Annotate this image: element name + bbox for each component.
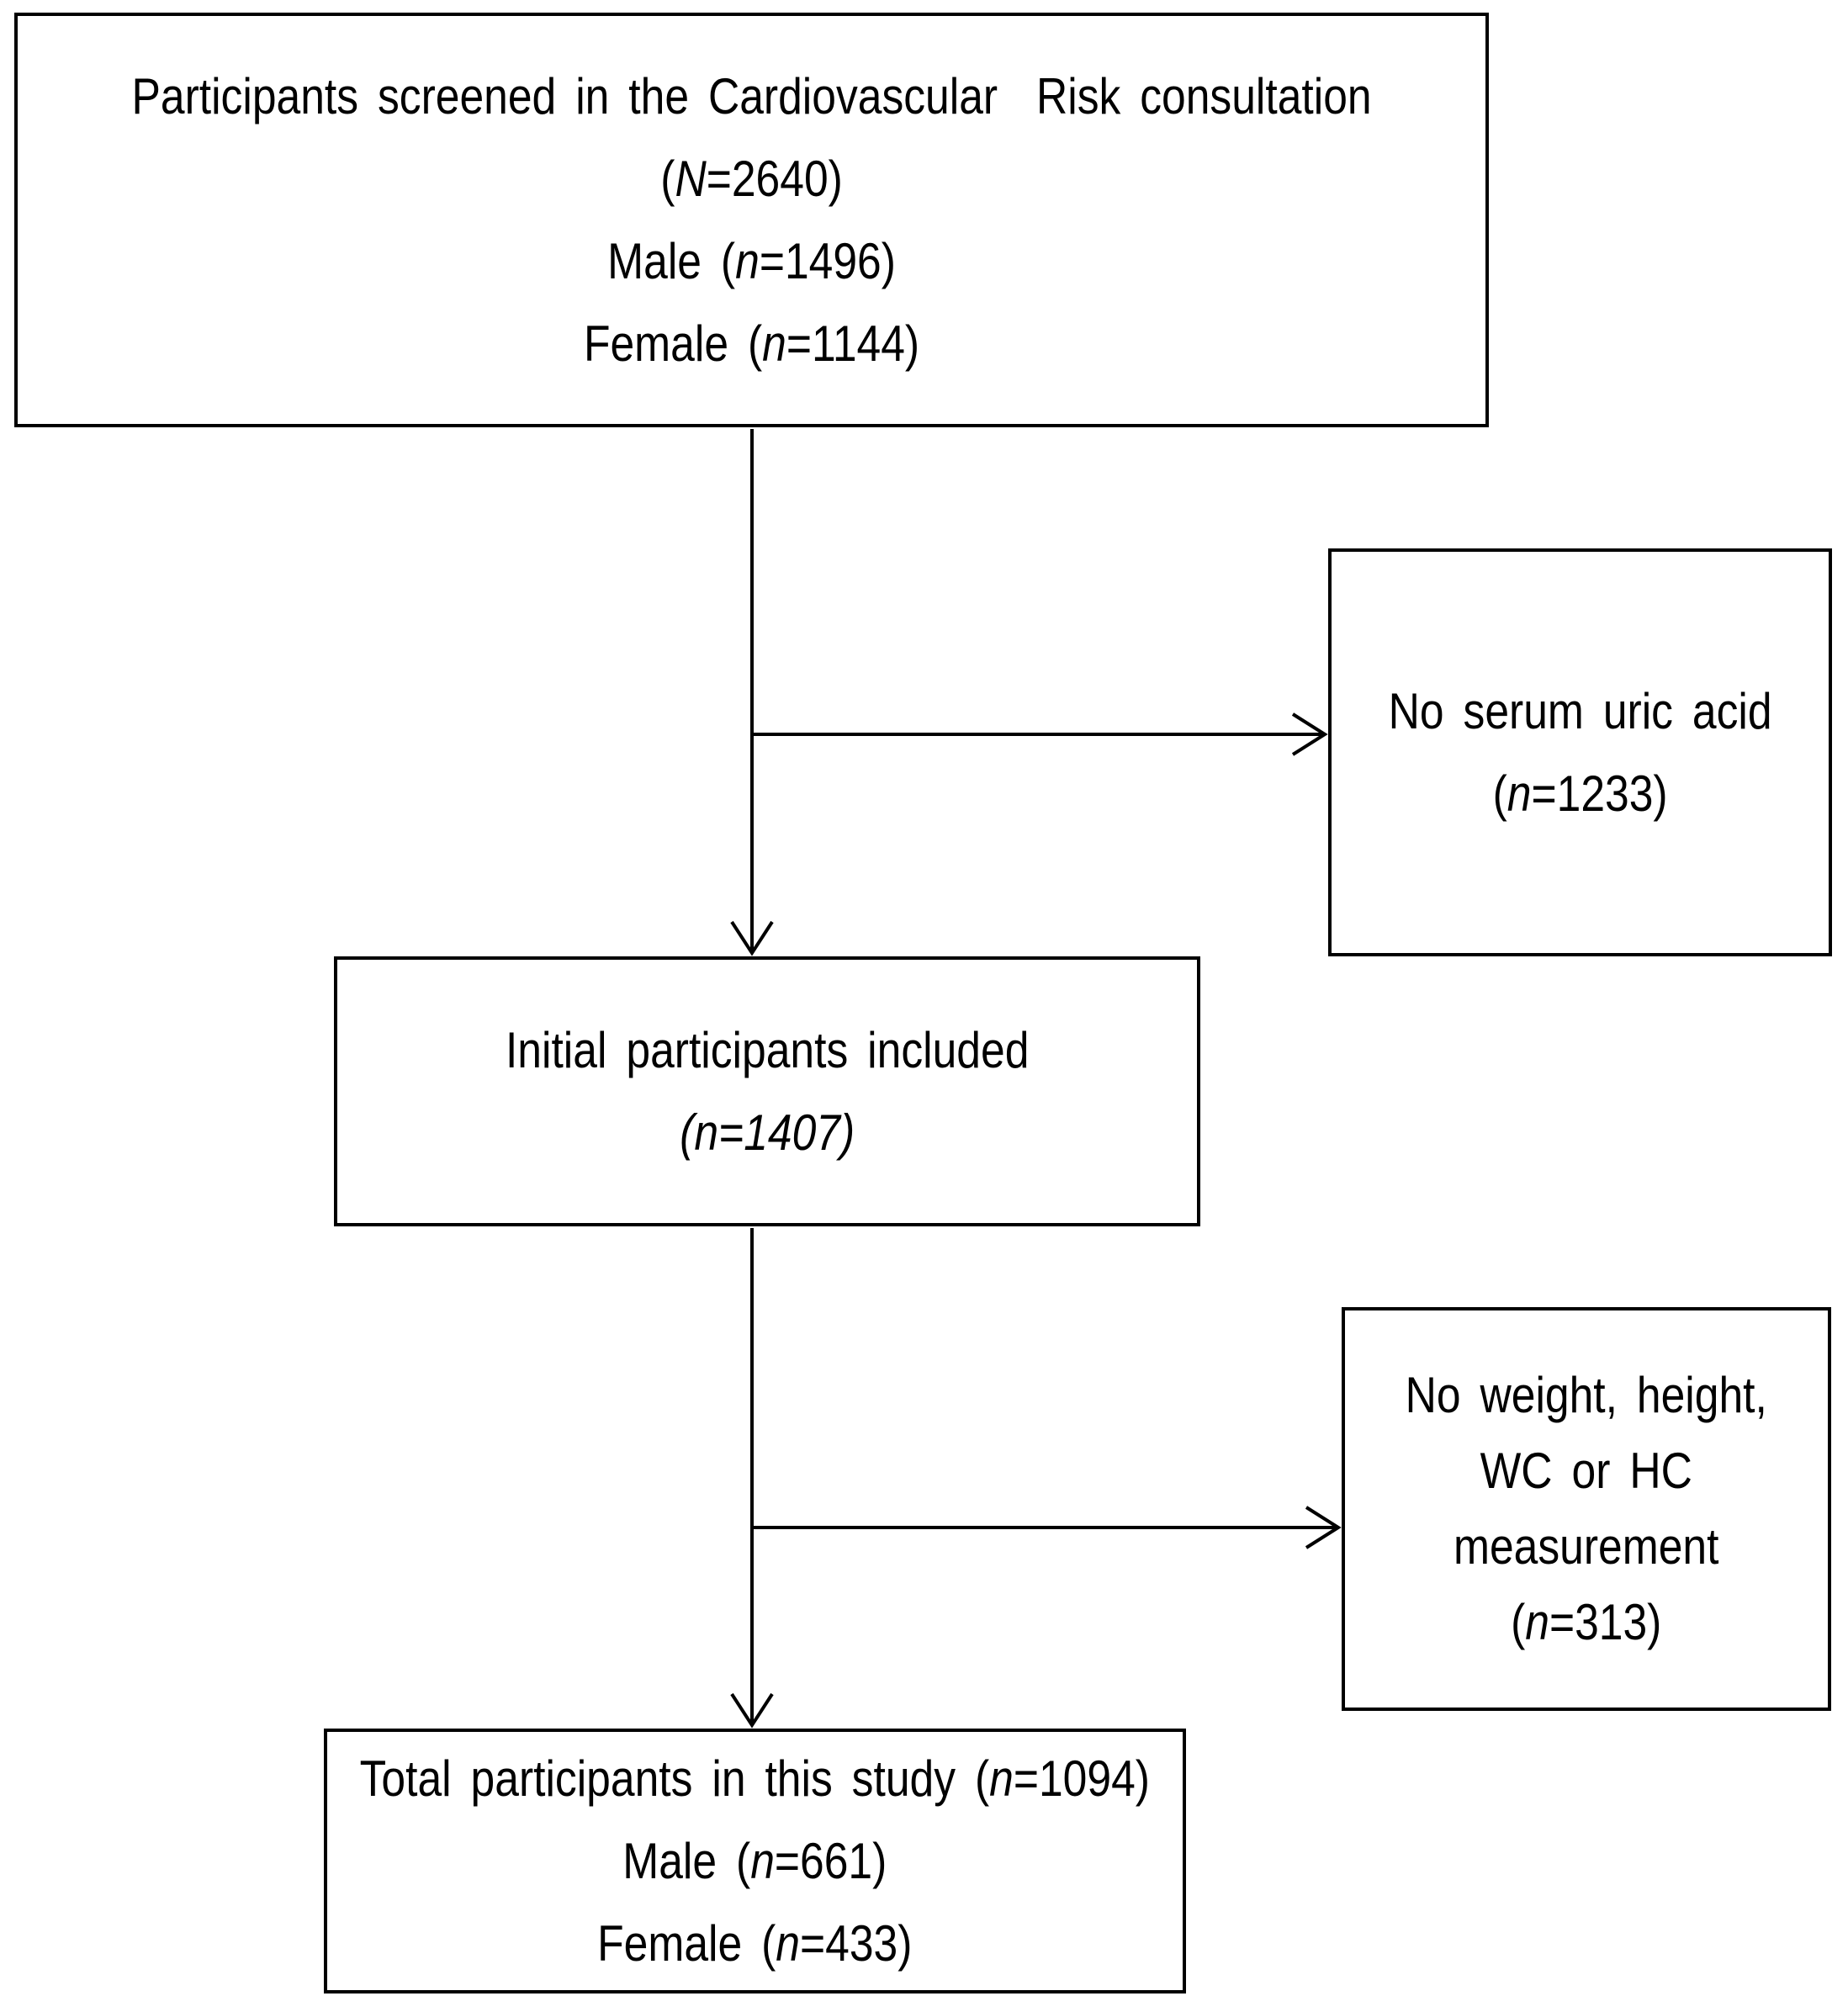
box-line: (N=2640) [18,138,1485,220]
italic-run: N [675,150,707,207]
box-line: (n=1407) [337,1092,1197,1174]
text-run: Total participants in this study ( [359,1750,990,1807]
text-run: =313) [1549,1594,1662,1650]
node-participants-screened: Participants screened in the Cardiovascu… [14,13,1489,427]
box-line: No weight, height, [1345,1358,1828,1433]
italic-run: n [989,1750,1014,1807]
text-run: =1094) [1014,1750,1151,1807]
italic-run: n [750,1832,776,1889]
text-run: Male ( [607,232,736,289]
connector-initial-to-excluded-measurement [752,1506,1342,1549]
italic-run: n [735,232,760,289]
connector-screened-to-initial [730,429,774,956]
text-run: =2640) [706,150,843,207]
text-run: =1144) [786,315,920,372]
node-excluded-no-measurement: No weight, height, WC or HC measurement … [1342,1307,1831,1711]
text-run: No serum uric acid [1388,682,1772,739]
box-line: Total participants in this study (n=1094… [327,1738,1183,1820]
text-run: No weight, height, [1405,1367,1768,1423]
text-run: WC or HC [1480,1443,1693,1499]
node-text: Initial participants included (n=1407) [337,1009,1197,1174]
text-run: Female ( [597,1914,776,1972]
italic-run: n [762,315,786,372]
text-run: ( [660,150,675,207]
node-text: Total participants in this study (n=1094… [327,1738,1183,1985]
text-run: Female ( [583,315,763,372]
italic-run: n [1525,1594,1550,1650]
text-run: =1233) [1531,765,1668,822]
node-initial-participants-included: Initial participants included (n=1407) [334,956,1200,1226]
box-line: No serum uric acid [1332,670,1829,753]
italic-run: (n=1407) [679,1104,855,1161]
box-line: Female (n=433) [327,1903,1183,1985]
node-text: No weight, height, WC or HC measurement … [1345,1358,1828,1660]
text-run: =661) [775,1832,887,1889]
arrowhead-down-icon [730,1692,774,1729]
text-run: measurement [1454,1518,1719,1575]
box-line: Male (n=1496) [18,220,1485,303]
node-excluded-no-serum-uric-acid: No serum uric acid (n=1233) [1328,548,1832,956]
box-line: (n=313) [1345,1585,1828,1660]
text-run: Initial participants included [505,1021,1030,1078]
text-run: =433) [800,1914,913,1972]
box-line: WC or HC [1345,1433,1828,1509]
node-text: Participants screened in the Cardiovascu… [18,56,1485,385]
text-run: Participants screened in the Cardiovascu… [131,67,1372,124]
box-line: Female (n=1144) [18,303,1485,385]
text-run: Male ( [622,1832,751,1889]
box-line: measurement [1345,1509,1828,1585]
italic-run: n [776,1914,801,1972]
node-total-participants: Total participants in this study (n=1094… [324,1729,1186,1993]
text-run: ( [1511,1594,1526,1650]
arrowhead-right-icon [1305,1506,1342,1549]
node-text: No serum uric acid (n=1233) [1332,670,1829,835]
box-line: Participants screened in the Cardiovascu… [18,56,1485,138]
box-line: Initial participants included [337,1009,1197,1092]
box-line: (n=1233) [1332,753,1829,835]
text-run: ( [1492,765,1507,822]
text-run: =1496) [759,232,896,289]
arrowhead-down-icon [730,920,774,956]
arrowhead-right-icon [1291,712,1328,756]
connector-screened-to-excluded-uric-acid [752,712,1328,756]
box-line: Male (n=661) [327,1820,1183,1903]
italic-run: n [1506,765,1532,822]
connector-initial-to-total [730,1228,774,1729]
